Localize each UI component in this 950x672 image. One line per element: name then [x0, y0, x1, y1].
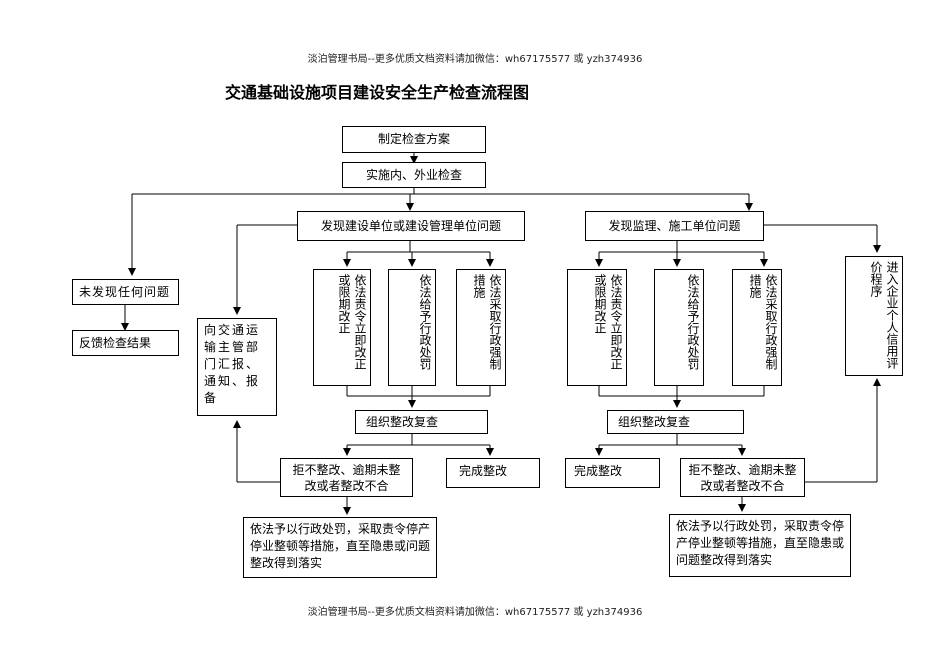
node-owner-problem: 发现建设单位或建设管理单位问题 — [297, 211, 525, 241]
node-no-problem: 未发现任何问题 — [72, 279, 179, 305]
node-left-done: 完成整改 — [446, 458, 540, 488]
node-left-penalty: 依法给予行政处罚 — [388, 269, 436, 386]
diagram-title: 交通基础设施项目建设安全生产检查流程图 — [225, 83, 530, 102]
node-plan: 制定检查方案 — [342, 126, 486, 153]
node-left-measure: 依法予以行政处罚，采取责令停产停业整顿等措施，直至隐患或问题整改得到落实 — [243, 517, 437, 578]
node-right-force: 依法采取行政强制措施 — [732, 269, 782, 386]
node-left-rectify: 依法责令立即改正或限期改正 — [313, 269, 371, 386]
page-footer: 淡泊管理书局--更多优质文档资料请加微信：wh67175577 或 yzh374… — [307, 607, 643, 618]
node-right-measure: 依法予以行政处罚，采取责令停产停业整顿等措施，直至隐患或问题整改得到落实 — [669, 514, 851, 577]
node-contractor-problem: 发现监理、施工单位问题 — [585, 211, 764, 241]
node-right-rectify: 依法责令立即改正或限期改正 — [567, 269, 627, 386]
node-right-review: 组织整改复查 — [607, 410, 744, 434]
node-feedback: 反馈检查结果 — [72, 330, 179, 356]
node-credit-evaluation: 进入企业个人信用评价程序 — [845, 256, 903, 376]
node-left-refuse: 拒不整改、逾期未整改或者整改不合 — [280, 458, 413, 497]
node-right-penalty: 依法给予行政处罚 — [654, 269, 704, 386]
node-left-force: 依法采取行政强制措施 — [456, 269, 506, 386]
node-right-done: 完成整改 — [565, 458, 660, 488]
node-implement: 实施内、外业检查 — [342, 162, 486, 188]
page-header: 淡泊管理书局--更多优质文档资料请加微信：wh67175577 或 yzh374… — [307, 54, 643, 65]
node-right-refuse: 拒不整改、逾期未整改或者整改不合 — [680, 458, 805, 497]
node-report: 向交通运输主管部门汇报、通知、报备 — [197, 318, 277, 416]
node-left-review: 组织整改复查 — [355, 410, 488, 434]
